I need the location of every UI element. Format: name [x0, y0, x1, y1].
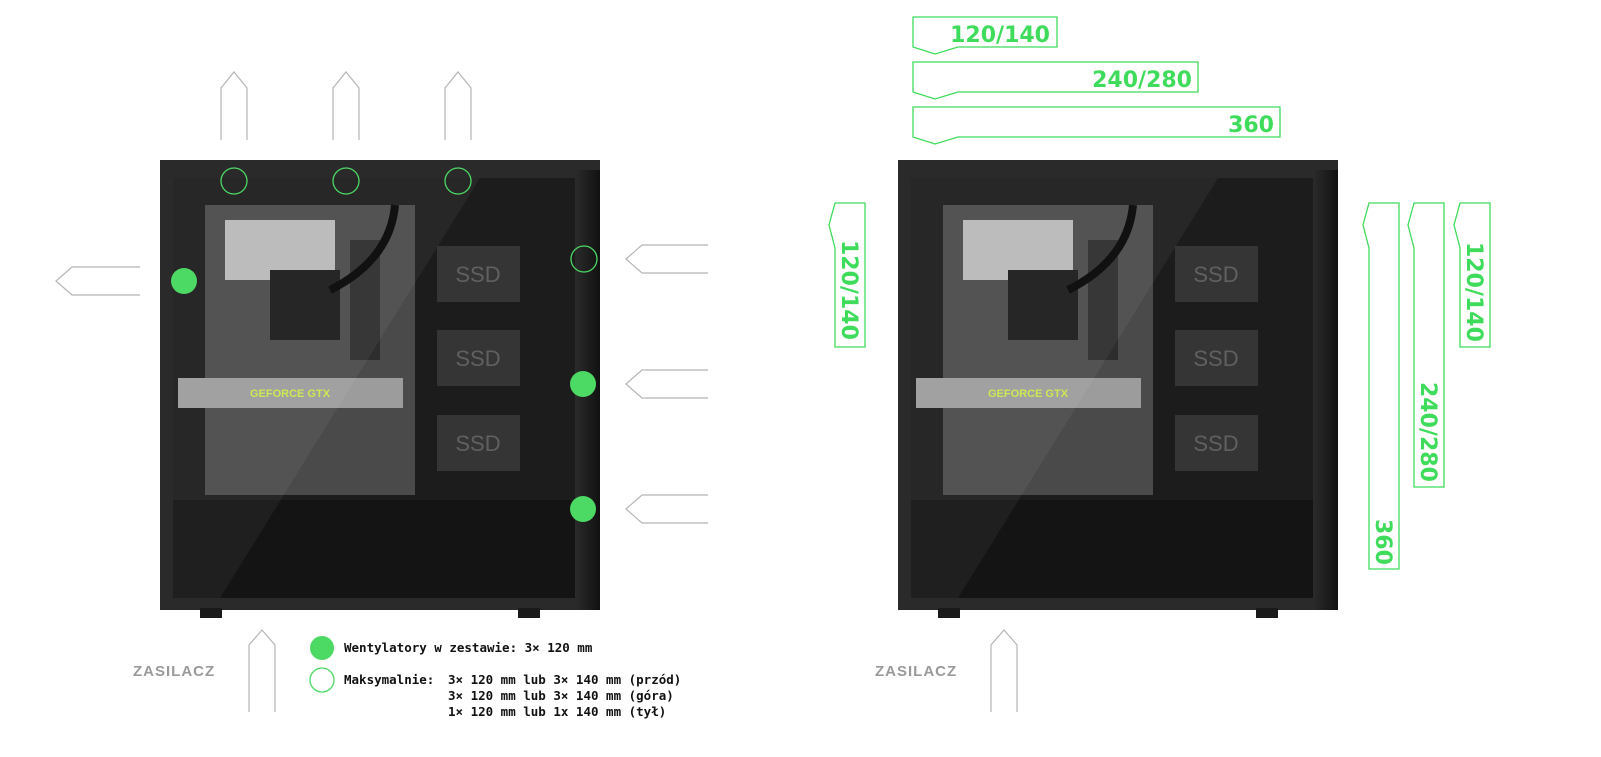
left-psu-label: ZASILACZ — [133, 663, 216, 680]
right-gpu — [916, 378, 1141, 408]
left-gpu-label: GEFORCE GTX — [250, 388, 331, 400]
top-exhaust-arrow-3 — [444, 71, 472, 140]
left-gpu — [178, 378, 403, 408]
right-foot-2 — [1256, 608, 1278, 618]
right-ssd-tray-1 — [1175, 246, 1258, 302]
top-radiator-120-label: 120/140 — [950, 23, 1050, 48]
left-foot-1 — [200, 608, 222, 618]
left-aio-hose — [328, 204, 399, 294]
top-exhaust-arrow-2 — [332, 71, 360, 140]
top-radiator-240-label: 240/280 — [1092, 68, 1192, 93]
right-gpu-label: GEFORCE GTX — [988, 388, 1069, 400]
right-cpu-block — [1008, 270, 1078, 340]
left-fan-markers — [171, 167, 598, 522]
legend-included-text: Wentylatory w zestawie: 3× 120 mm — [344, 640, 593, 655]
right-ssd-tray-2 — [1175, 330, 1258, 386]
right-aio-hose — [1066, 204, 1137, 294]
rear-fan-included — [171, 268, 197, 294]
front-radiator-360-label: 360 — [1370, 519, 1395, 565]
front-radiator-360 — [1362, 202, 1400, 570]
front-intake-arrow-3 — [625, 494, 708, 524]
top-radiator-240 — [912, 61, 1199, 100]
front-radiator-240 — [1407, 202, 1445, 488]
right-psu-shroud — [911, 500, 1313, 598]
front-intake-arrow-1 — [625, 244, 708, 274]
right-front-panel — [1313, 170, 1338, 610]
legend-max-line-front: 3× 120 mm lub 3× 140 mm (przód) — [448, 672, 682, 687]
right-psu-label: ZASILACZ — [875, 663, 958, 680]
left-glass-reflection — [173, 178, 480, 598]
top-radiator-120 — [912, 16, 1058, 55]
right-ssd-label-3: SSD — [1193, 431, 1238, 456]
legend-max-label: Maksymalnie: — [344, 672, 435, 687]
front-fan-included-1 — [570, 371, 596, 397]
front-radiator-120 — [1453, 202, 1491, 348]
rear-radiator-label: 120/140 — [836, 240, 861, 340]
left-airflow-arrows — [55, 71, 708, 712]
left-case: GEFORCE GTX SSD SSD SSD — [160, 160, 600, 618]
front-radiator-240-label: 240/280 — [1415, 382, 1440, 482]
front-intake-arrow-2 — [625, 369, 708, 399]
top-radiator-360-label: 360 — [1228, 113, 1274, 138]
psu-intake-arrow-right — [990, 629, 1018, 712]
top-radiators — [912, 16, 1281, 145]
legend-max-line-rear: 1× 120 mm lub 1x 140 mm (tył) — [448, 704, 667, 719]
front-radiators — [1362, 202, 1491, 570]
legend-max-marker — [309, 667, 335, 693]
legend-included-marker — [310, 636, 334, 660]
left-ssd-tray-2 — [437, 330, 520, 386]
top-fan-slot-3 — [444, 167, 472, 195]
left-ssd-label-2: SSD — [455, 346, 500, 371]
top-fan-slot-2 — [332, 167, 360, 195]
left-ssd-tray-3 — [437, 415, 520, 471]
top-fan-slot-1 — [220, 167, 248, 195]
right-case: GEFORCE GTX SSD SSD SSD — [898, 160, 1338, 618]
left-cpu-block — [270, 270, 340, 340]
left-foot-2 — [518, 608, 540, 618]
right-ssd-label-1: SSD — [1193, 262, 1238, 287]
top-radiator-360 — [912, 106, 1281, 145]
top-exhaust-arrow-1 — [220, 71, 248, 140]
right-foot-1 — [938, 608, 960, 618]
left-ssd-tray-1 — [437, 246, 520, 302]
left-psu-shroud — [173, 500, 575, 598]
front-radiator-120-label: 120/140 — [1461, 242, 1486, 342]
right-ssd-label-2: SSD — [1193, 346, 1238, 371]
legend-max-line-top: 3× 120 mm lub 3× 140 mm (góra) — [448, 688, 674, 703]
left-ssd-label-1: SSD — [455, 262, 500, 287]
rear-radiator-120 — [828, 202, 866, 348]
right-ssd-tray-3 — [1175, 415, 1258, 471]
left-ssd-label-3: SSD — [455, 431, 500, 456]
front-fan-slot-1 — [570, 245, 598, 273]
psu-intake-arrow-left — [248, 629, 276, 712]
right-glass-reflection — [911, 178, 1218, 598]
front-fan-included-2 — [570, 496, 596, 522]
rear-exhaust-arrow — [55, 266, 140, 296]
